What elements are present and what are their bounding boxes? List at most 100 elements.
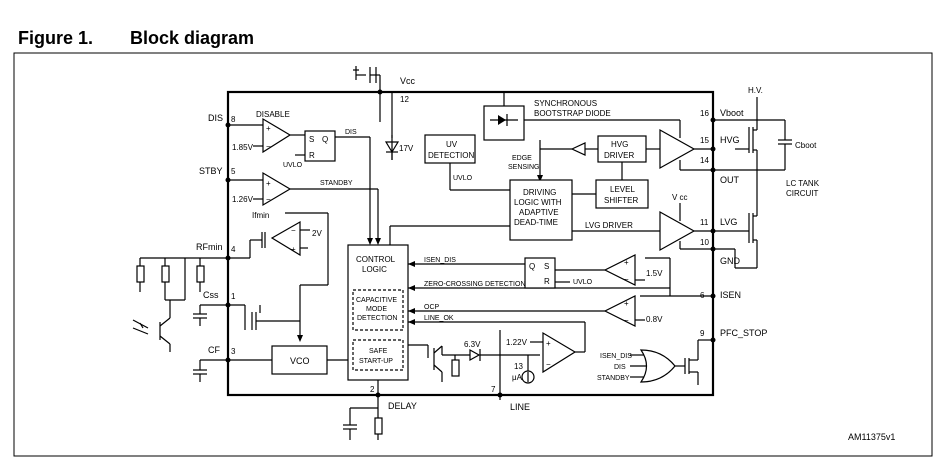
rfmin-pin-name: RFmin (196, 242, 223, 252)
stby-pin: STBY 5 + − 1.26V STANDBY (199, 166, 381, 245)
hvg-driver-line2: DRIVER (604, 151, 634, 160)
gnd-pin-number: 10 (700, 238, 709, 247)
cf-pin-name: CF (208, 345, 220, 355)
cap-mode-line2: MODE (366, 306, 387, 313)
or-dis-label: DIS (614, 364, 626, 371)
isen-dis-comparator (603, 254, 636, 286)
uvlo-label-2: UVLO (573, 279, 593, 286)
vco-label: VCO (290, 356, 310, 366)
zener-17v-label: 17V (399, 144, 414, 153)
svg-text:−: − (266, 195, 271, 204)
vboot-pin-name: Vboot (720, 108, 744, 118)
lc-tank-line1: LC TANK (786, 179, 820, 188)
hvg-pin-name: HVG (720, 135, 740, 145)
rfmin-pin-number: 4 (231, 245, 236, 254)
or-gate (639, 349, 676, 383)
sr-latch (304, 130, 336, 162)
svg-text:+: + (266, 124, 271, 133)
driving-logic-line4: DEAD-TIME (514, 218, 558, 227)
pfc-stop-pin-name: PFC_STOP (720, 328, 767, 338)
delay-pin-number: 2 (370, 385, 375, 394)
delay-pin-name: DELAY (388, 401, 417, 411)
uv-detection-line2: DETECTION (428, 151, 474, 160)
dis-pin-number: 8 (231, 115, 236, 124)
level-shifter-line1: LEVEL (610, 185, 635, 194)
edge-sensing-line2: SENSING (508, 164, 540, 171)
sync-bootstrap: SYNCHRONOUS BOOTSTRAP DIODE EDGE SENSING (483, 92, 680, 182)
safe-startup-block (352, 339, 404, 371)
delay-pin: 2 DELAY (343, 380, 417, 440)
edge-sensing-line1: EDGE (512, 155, 532, 162)
uvlo-label-3: UVLO (453, 175, 473, 182)
svg-text:−: − (624, 316, 629, 325)
or-isen-dis-label: ISEN_DIS (600, 353, 632, 360)
right-pins: 16 Vboot 15 HVG 14 OUT 11 LVG 10 GND (700, 108, 744, 266)
ref-08v-label: 0.8V (646, 315, 663, 324)
control-logic-block (347, 244, 409, 381)
driving-logic-block (509, 179, 573, 241)
uv-detection-block (424, 134, 476, 164)
line-ok-comparator (542, 331, 577, 374)
ref-185-label: 1.85V (232, 143, 254, 152)
css-pin-name: Css (203, 290, 219, 300)
driving-logic-line2: LOGIC WITH (514, 198, 562, 207)
pfc-stop-section: ISEN_DIS DIS STANDBY 9 PFC_STOP (597, 328, 767, 385)
svg-text:+: + (624, 258, 629, 267)
ref-15v-label: 1.5V (646, 269, 663, 278)
lvg-driver-label: LVG DRIVER (585, 221, 633, 230)
hvg-driver-line1: HVG (611, 140, 628, 149)
figure-ref-code: AM11375v1 (848, 432, 895, 442)
gnd-pin-name: GND (720, 256, 741, 266)
svg-text:+: + (291, 245, 296, 254)
cf-pin-number: 3 (231, 347, 236, 356)
safe-startup-line1: SAFE (369, 348, 388, 355)
level-shifter-block (595, 179, 649, 209)
vcc-pin: Vcc 12 17V (353, 66, 416, 160)
svg-text:+: + (624, 299, 629, 308)
ocp-comparator (603, 295, 636, 327)
figure-number: Figure 1. (18, 28, 94, 48)
control-logic-line2: LOGIC (362, 265, 387, 274)
isen-dis-label: ISEN_DIS (424, 257, 456, 264)
current-13-label: 13 (514, 362, 523, 371)
current-ua-label: μA (512, 373, 523, 382)
stby-pin-number: 5 (231, 167, 236, 176)
sr-r: R (309, 151, 315, 160)
driving-logic-line3: ADAPTIVE (519, 208, 559, 217)
figure-heading: Figure 1.Block diagram (18, 28, 254, 49)
pfc-stop-pin-number: 9 (700, 329, 705, 338)
out-pin-name: OUT (720, 175, 740, 185)
line-pin-name: LINE (510, 402, 530, 412)
ref-63v-label: 6.3V (464, 340, 481, 349)
capacitive-mode-block (352, 289, 404, 331)
level-shifter-line2: SHIFTER (604, 196, 638, 205)
ocp-label: OCP (424, 304, 440, 311)
lvg-buffer (659, 210, 696, 252)
ifmin-label: Ifmin (252, 211, 269, 220)
sync-diode-line1: SYNCHRONOUS (534, 99, 597, 108)
dis-pin-name: DIS (208, 113, 223, 123)
or-standby-label: STANDBY (597, 375, 630, 382)
disable-comparator (262, 117, 292, 154)
uvlo-label-1: UVLO (283, 162, 303, 169)
lvg-pin-name: LVG (720, 217, 737, 227)
css-pin-number: 1 (231, 292, 236, 301)
dis-signal-label: DIS (345, 129, 357, 136)
sync-diode-line2: BOOTSTRAP DIODE (534, 109, 611, 118)
hv-label: H.V. (748, 86, 763, 95)
svg-text:Q: Q (529, 262, 535, 271)
css-pin: Css 1 (193, 290, 300, 330)
vcc-pin-number: 12 (400, 95, 409, 104)
standby-signal-label: STANDBY (320, 180, 353, 187)
isen-pin-name: ISEN (720, 290, 741, 300)
line-protection: 6.3V (408, 340, 500, 382)
isen-sr-latch (524, 257, 556, 289)
cf-pin: CF 3 (193, 345, 272, 382)
ref-126-label: 1.26V (232, 195, 254, 204)
rfmin-external (132, 257, 228, 352)
dis-pin: DIS 8 DISABLE + − 1.85V S Q R UVLO DIS (208, 110, 373, 245)
vboot-pin-number: 16 (700, 109, 709, 118)
sr-q: Q (322, 135, 328, 144)
